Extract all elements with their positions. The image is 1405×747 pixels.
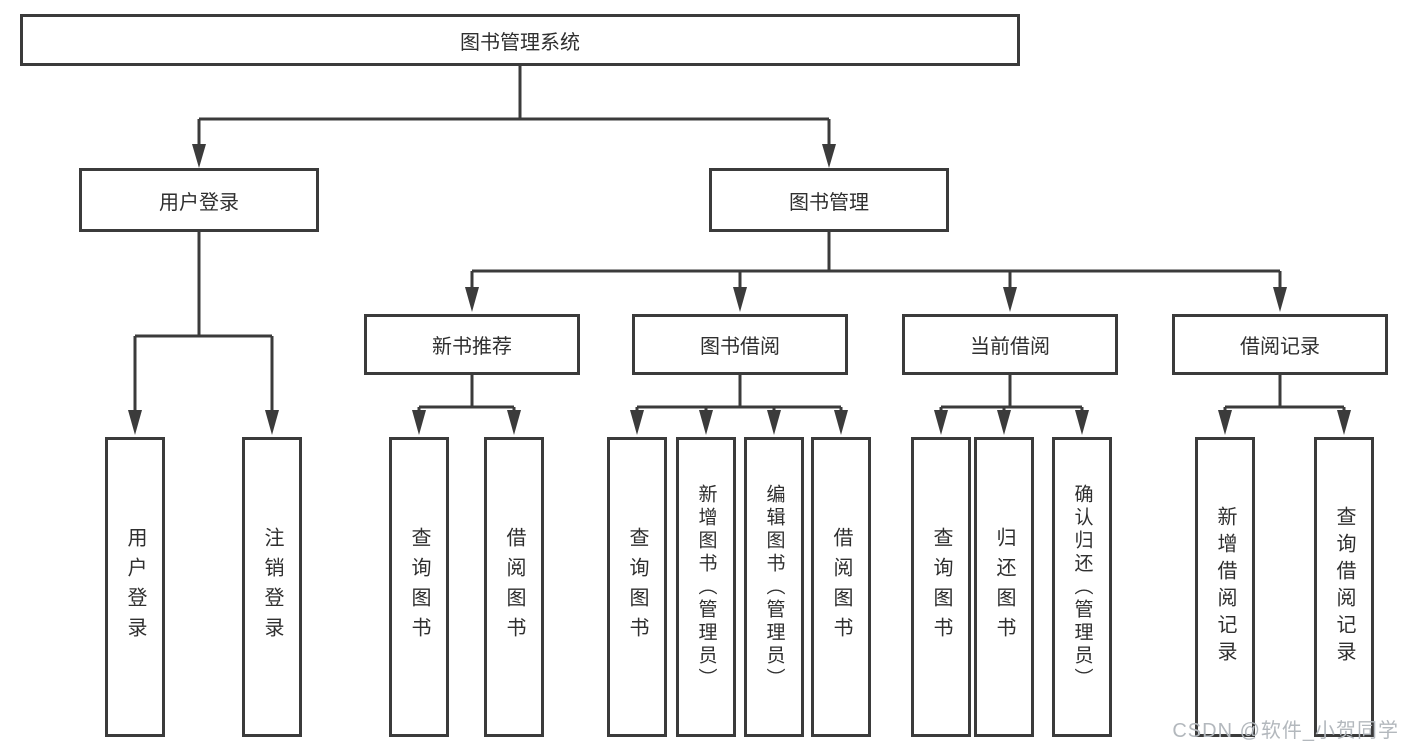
leaf-query-books-recommend: 查询图书 [389,437,449,737]
leaf-borrow-books-borrowing: 借阅图书 [811,437,871,737]
node-label: 查询图书 [408,527,430,647]
connector-borrowing-records-branch [1218,375,1351,435]
node-label: 借阅图书 [503,527,525,647]
node-label: 借阅图书 [830,527,852,647]
node-label: 归还图书 [993,527,1015,647]
connector-user-login-branch [128,232,279,435]
connector-book-management-branch [465,232,1287,312]
leaf-edit-books-admin: 编辑图书（管理员） [744,437,804,737]
node-label: 用户登录 [159,191,239,214]
connector-new-book-recommend-branch [412,375,521,435]
node-label: 新书推荐 [432,336,512,358]
leaf-confirm-return-admin: 确认归还（管理员） [1052,437,1112,737]
node-label: 注销登录 [261,527,283,647]
node-label: 图书借阅 [700,336,780,358]
connector-root [192,66,836,168]
watermark: CSDN @软件_小贺同学 [1172,720,1399,742]
node-label: 新增借阅记录 [1214,506,1236,668]
node-label: 查询图书 [626,527,648,647]
connector-book-borrowing-branch [630,375,848,435]
node-library-system: 图书管理系统 [20,14,1020,66]
node-borrowing-records: 借阅记录 [1172,314,1388,375]
connector-current-borrowing-branch [934,375,1089,435]
leaf-add-borrow-record: 新增借阅记录 [1195,437,1255,737]
node-book-management: 图书管理 [709,168,949,232]
node-label: 编辑图书（管理员） [763,483,785,691]
node-label: 图书管理 [789,191,869,214]
node-book-borrowing: 图书借阅 [632,314,848,375]
node-label: 查询借阅记录 [1333,506,1355,668]
node-user-login: 用户登录 [79,168,319,232]
node-label: 新增图书（管理员） [695,483,717,691]
leaf-add-books-admin: 新增图书（管理员） [676,437,736,737]
leaf-query-books-current: 查询图书 [911,437,971,737]
node-label: 用户登录 [124,527,146,647]
leaf-query-books-borrowing: 查询图书 [607,437,667,737]
node-label: 当前借阅 [970,336,1050,358]
node-label: 确认归还（管理员） [1071,483,1093,691]
leaf-return-books: 归还图书 [974,437,1034,737]
leaf-borrow-books-recommend: 借阅图书 [484,437,544,737]
node-label: 借阅记录 [1240,336,1320,358]
leaf-logout: 注销登录 [242,437,302,737]
leaf-user-login: 用户登录 [105,437,165,737]
leaf-query-borrow-record: 查询借阅记录 [1314,437,1374,737]
node-label: 查询图书 [930,527,952,647]
node-new-book-recommend: 新书推荐 [364,314,580,375]
node-current-borrowing: 当前借阅 [902,314,1118,375]
node-label: 图书管理系统 [460,31,580,54]
